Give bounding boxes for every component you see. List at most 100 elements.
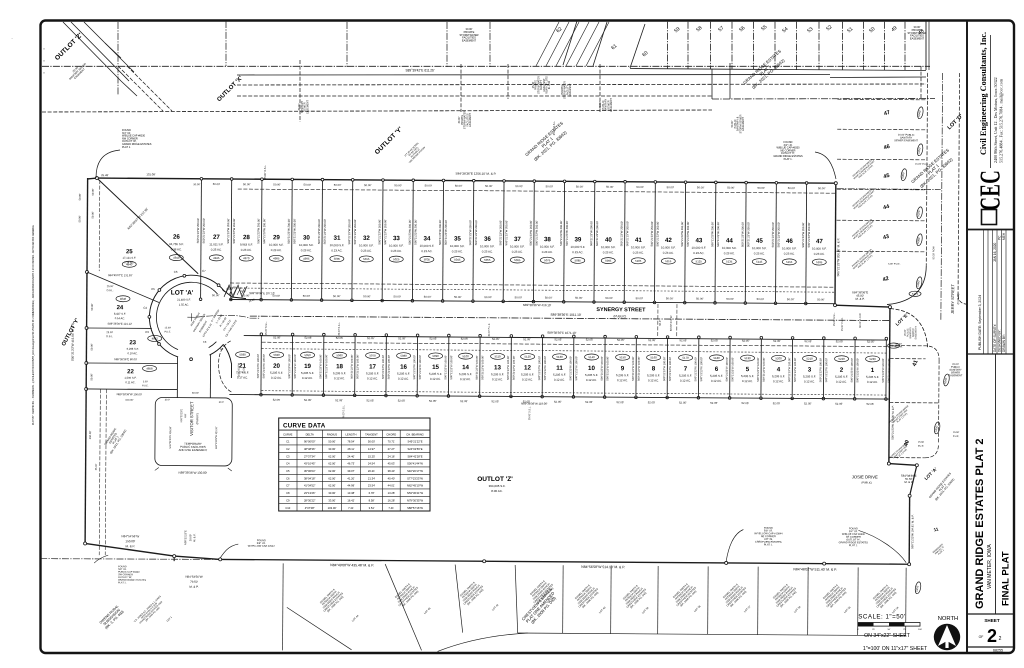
svg-text:0.23 AC.: 0.23 AC. (331, 248, 342, 252)
svg-text:5.00': 5.00' (143, 380, 149, 383)
svg-text:C8: C8 (286, 491, 290, 495)
svg-text:7.41': 7.41' (388, 506, 394, 510)
svg-text:52.05': 52.05' (273, 335, 281, 339)
svg-text:5,205 S.F.: 5,205 S.F. (741, 374, 754, 378)
svg-text:S00°21'23"W 200.00': S00°21'23"W 200.00' (686, 221, 690, 247)
svg-text:10,000 S.F.: 10,000 S.F. (389, 244, 404, 248)
svg-text:29: 29 (273, 234, 280, 241)
svg-text:N84°49'08"W 435.48' M. & P.: N84°49'08"W 435.48' M. & P. (330, 563, 374, 567)
svg-text:50.00': 50.00' (515, 184, 523, 188)
svg-text:S00°21'23"W 200.00': S00°21'23"W 200.00' (377, 219, 381, 245)
svg-text:S00°21'23"W 200.00': S00°21'23"W 200.00' (625, 221, 629, 247)
svg-text:50.00': 50.00' (757, 297, 765, 301)
svg-text:52.05': 52.05' (617, 400, 625, 404)
svg-text:5035: 5035 (424, 257, 431, 261)
svg-text:S00°21'23"W 100.00': S00°21'23"W 100.00' (605, 356, 609, 381)
svg-text:52.05': 52.05' (804, 401, 812, 405)
svg-text:S00°21'23"W 100.00': S00°21'23"W 100.00' (412, 355, 416, 380)
svg-text:S00°21'23"W 200.00': S00°21'23"W 200.00' (444, 219, 448, 245)
svg-text:52.05': 52.05' (367, 336, 375, 340)
svg-text:5200: 5200 (775, 356, 782, 360)
svg-text:S00°21'23"W 100.00': S00°21'23"W 100.00' (262, 353, 266, 378)
svg-text:26: 26 (173, 234, 180, 241)
svg-text:C6: C6 (286, 476, 290, 480)
svg-text:S00°21'23"W 200.00': S00°21'23"W 200.00' (413, 219, 417, 245)
svg-text:S00°21'23"W 320.00' M. & P.: S00°21'23"W 320.00' M. & P. (891, 405, 895, 440)
svg-text:5,205 S.F.: 5,205 S.F. (772, 374, 785, 378)
svg-text:LENGTH: LENGTH (346, 433, 357, 437)
svg-text:CURVE DATA: CURVE DATA (283, 422, 326, 429)
svg-text:25.00' B.S.L.: 25.00' B.S.L. (265, 321, 268, 335)
svg-text:C3: C3 (286, 454, 290, 458)
svg-text:S89°39'42"E 611.26': S89°39'42"E 611.26' (406, 69, 435, 73)
svg-text:23: 23 (129, 340, 136, 346)
svg-text:6.78': 6.78' (369, 491, 375, 495)
svg-text:20: 20 (273, 363, 280, 370)
svg-text:6: 6 (715, 366, 719, 373)
svg-text:S00°21'23"W 200.00': S00°21'23"W 200.00' (771, 222, 775, 248)
svg-text:14.97': 14.97' (368, 447, 376, 451)
svg-text:25.49': 25.49' (101, 173, 109, 177)
svg-text:5065: 5065 (514, 258, 521, 262)
svg-text:0.12 AC.: 0.12 AC. (586, 378, 597, 382)
svg-text:0.12 AC.: 0.12 AC. (554, 378, 565, 382)
svg-text:41°34'52": 41°34'52" (304, 484, 316, 488)
svg-text:DELTA: DELTA (306, 433, 314, 437)
svg-text:44.01': 44.01' (388, 484, 396, 488)
svg-text:50.00': 50.00' (484, 295, 492, 299)
svg-text:28.11': 28.11' (347, 447, 355, 451)
svg-text:5,205 S.F.: 5,205 S.F. (553, 373, 566, 377)
svg-text:S00°21'23"W 200.00': S00°21'23"W 200.00' (438, 219, 442, 245)
svg-text:5160: 5160 (650, 356, 657, 360)
svg-text:5120: 5120 (524, 355, 531, 359)
svg-text:5085: 5085 (575, 258, 582, 262)
svg-text:50.00': 50.00' (91, 211, 95, 219)
svg-text:43°10'45": 43°10'45" (304, 462, 316, 466)
svg-text:515.276.4884 . Fax: 515.276.: 515.276.4884 . Fax: 515.276.7084 . mail@… (999, 78, 1004, 163)
svg-text:JOSIE DRIVE: JOSIE DRIVE (852, 474, 878, 479)
svg-text:5125: 5125 (696, 259, 703, 263)
svg-text:N89°38'36"W 130.00': N89°38'36"W 130.00' (179, 471, 208, 475)
svg-text:S00°21'23"W 200.00': S00°21'23"W 200.00' (534, 220, 538, 246)
svg-text:5030: 5030 (239, 353, 246, 357)
svg-text:52.05': 52.05' (585, 400, 593, 404)
svg-text:50.00': 50.00' (515, 295, 523, 299)
svg-text:10,000 S.F.: 10,000 S.F. (601, 245, 616, 249)
svg-text:10,000 S.F.: 10,000 S.F. (269, 243, 284, 247)
svg-text:5170: 5170 (682, 356, 689, 360)
svg-text:6,298 S.F.: 6,298 S.F. (127, 347, 139, 351)
svg-text:17,121 S.F.: 17,121 S.F. (122, 256, 136, 260)
svg-text:S00°21'23"W 100.00': S00°21'23"W 100.00' (725, 357, 729, 382)
svg-text:(PUBLIC): (PUBLIC) (195, 413, 199, 424)
svg-text:SYNERGY STREET: SYNERGY STREET (596, 307, 646, 313)
svg-text:50.00': 50.00' (605, 296, 613, 300)
svg-text:C6: C6 (174, 270, 178, 274)
svg-text:30.00': 30.00' (193, 182, 201, 186)
svg-text:4858: 4858 (146, 366, 153, 370)
svg-text:24: 24 (117, 305, 124, 311)
svg-text:S00°21'23"W 100.00': S00°21'23"W 100.00' (506, 355, 510, 380)
svg-text:1"=100' ON 11"x17" SHEET: 1"=100' ON 11"x17" SHEET (863, 646, 928, 652)
svg-text:M. & P.: M. & P. (189, 585, 198, 589)
svg-text:S00°21'23"W 200.00': S00°21'23"W 200.00' (383, 219, 387, 245)
svg-text:DRAWN BY:: DRAWN BY: (1002, 334, 1006, 352)
svg-text:50.00' ROW: 50.00' ROW (932, 246, 935, 260)
svg-text:TANGENT: TANGENT (365, 433, 378, 437)
svg-text:10,000 S.F.: 10,000 S.F. (299, 243, 314, 247)
svg-text:0.12 AC.: 0.12 AC. (271, 376, 282, 380)
svg-text:(PUBLIC): (PUBLIC) (613, 314, 626, 318)
svg-text:S00°21'23"W 200.00': S00°21'23"W 200.00' (801, 222, 805, 248)
svg-text:S00°21'23"W 100.00': S00°21'23"W 100.00' (818, 357, 822, 382)
svg-text:S00°21'23"W 200.00': S00°21'23"W 200.00' (226, 218, 230, 244)
svg-text:250.00': 250.00' (88, 430, 92, 439)
svg-text:50.00': 50.00' (213, 182, 221, 186)
svg-text:45.63': 45.63' (388, 462, 396, 466)
svg-text:S00°21'23"W 100.00': S00°21'23"W 100.00' (631, 356, 635, 381)
svg-text:100': 100' (918, 629, 923, 631)
svg-text:S89°38'36"E 121.12': S89°38'36"E 121.12' (108, 322, 133, 326)
svg-text:5,205 S.F.: 5,205 S.F. (835, 375, 848, 379)
svg-text:C3: C3 (145, 330, 149, 334)
svg-text:S00°21'23"W 100.00': S00°21'23"W 100.00' (662, 356, 666, 381)
svg-text:S00°21'23"W 100.00': S00°21'23"W 100.00' (574, 356, 578, 381)
svg-text:P.U.E.: P.U.E. (142, 384, 149, 387)
